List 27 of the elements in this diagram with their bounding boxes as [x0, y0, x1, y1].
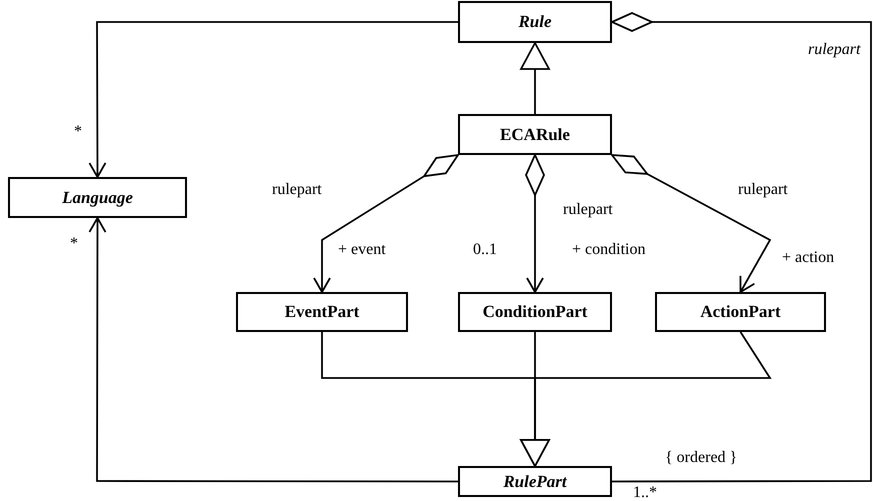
class-box	[458, 292, 612, 332]
edge-label: rulepart	[808, 42, 860, 58]
class-name: ECARule	[500, 124, 570, 144]
association-arrow	[611, 154, 772, 293]
association-arrow	[525, 154, 545, 293]
edge-label: rulepart	[563, 202, 613, 218]
class-box	[236, 292, 408, 332]
class-name: EventPart	[284, 302, 360, 322]
association-arrow	[88, 21, 458, 178]
edge-label: rulepart	[272, 182, 322, 198]
class-name: Language	[62, 188, 133, 208]
class-box	[655, 292, 826, 332]
association-arrow	[88, 217, 458, 482]
class-name: ConditionPart	[482, 302, 588, 322]
association-arrow	[313, 154, 459, 293]
constraint-label: { ordered }	[665, 450, 738, 466]
generalization-arrow	[520, 332, 772, 467]
class-box	[458, 466, 612, 497]
class-name: ActionPart	[700, 302, 781, 322]
class-box	[458, 114, 612, 155]
class-box	[458, 1, 612, 43]
class-box	[8, 177, 187, 218]
edge-label: rulepart	[738, 182, 788, 198]
generalization-arrow	[520, 42, 550, 114]
aggregation-line	[611, 12, 872, 482]
class-name: Rule	[518, 12, 552, 32]
class-name: RulePart	[503, 472, 567, 492]
